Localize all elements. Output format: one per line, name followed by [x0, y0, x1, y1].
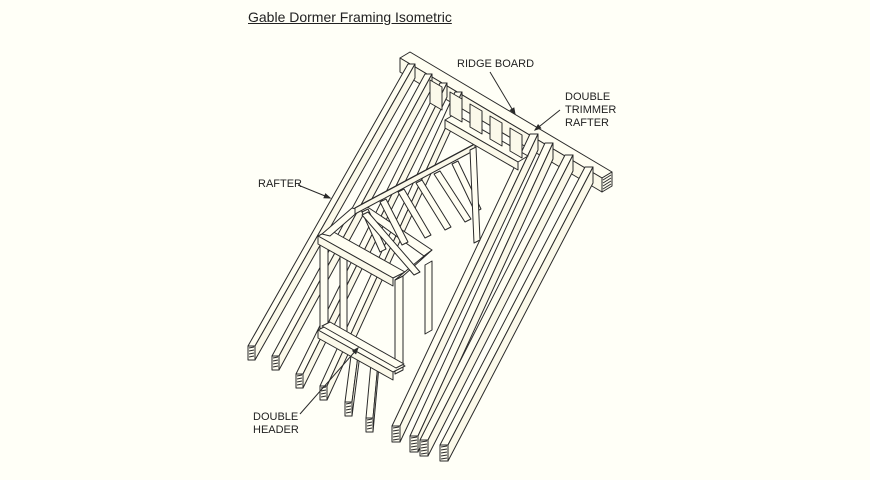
end-grain-hatch [320, 395, 327, 398]
end-grain-hatch [392, 432, 400, 435]
end-grain-hatch [410, 439, 418, 442]
blocking-2 [469, 103, 483, 135]
end-grain-hatch [440, 451, 448, 454]
rafter-left-0-side [254, 63, 416, 361]
end-grain-hatch [320, 389, 327, 392]
ridge-board-leader-arrowhead [509, 107, 516, 116]
end-grain-hatch [602, 180, 612, 187]
label-line: HEADER [253, 424, 299, 436]
dormer-rafter-3 [415, 179, 452, 231]
end-grain-hatch [420, 443, 428, 446]
drawing-title: Gable Dormer Framing Isometric [248, 9, 452, 25]
dormer-valley-jack [469, 146, 481, 244]
end-grain-hatch [440, 454, 448, 457]
end-grain-hatch [248, 352, 255, 355]
end-grain-hatch [272, 356, 279, 359]
end-grain-hatch [440, 457, 448, 460]
end-grain-hatch [248, 355, 255, 358]
end-grain-hatch [410, 436, 418, 439]
end-grain-hatch [366, 427, 373, 430]
rafter-right-0-side [399, 133, 539, 443]
end-grain-hatch [296, 380, 303, 383]
end-grain-hatch [602, 174, 612, 181]
dormer-side-stud [424, 260, 433, 335]
rafter-right-1-side [417, 142, 554, 453]
end-grain-hatch [345, 408, 352, 411]
ridge-board-leader [489, 71, 516, 115]
end-grain-hatch [345, 405, 352, 408]
blocking-3 [489, 115, 503, 147]
blocking-1 [449, 91, 463, 123]
upper-header-face [444, 119, 519, 171]
end-grain-hatch [366, 424, 373, 427]
dormer-top-plate-face [317, 235, 394, 287]
dormer-rafter-4 [433, 170, 472, 223]
end-grain-hatch [272, 359, 279, 362]
end-grain-hatch [272, 365, 279, 368]
end-grain-hatch [345, 411, 352, 414]
double-header-label: DOUBLE HEADER [253, 411, 299, 437]
end-grain-hatch [420, 446, 428, 449]
valley-rafter [361, 211, 421, 276]
end-grain-hatch [420, 452, 428, 455]
end-grain-hatch [410, 448, 418, 451]
end-grain-hatch [410, 445, 418, 448]
double-header-face [317, 329, 394, 381]
double-trimmer-rafter-label: DOUBLE TRIMMER RAFTER [565, 91, 616, 130]
end-grain-hatch [440, 445, 448, 448]
rafter-right-2-top [419, 154, 574, 441]
end-grain-hatch [296, 377, 303, 380]
dormer-rafter-2 [397, 188, 432, 239]
framing-lines [247, 51, 613, 462]
end-grain-hatch [272, 362, 279, 365]
blocking-4 [509, 127, 523, 159]
end-grain-hatch [296, 374, 303, 377]
end-grain-hatch [410, 442, 418, 445]
dormer-rafter-1 [379, 198, 409, 246]
ridge-board-label: RIDGE BOARD [457, 58, 535, 70]
end-grain-hatch [602, 183, 612, 190]
rafter-right-3-side [447, 166, 594, 462]
rafter-label: RAFTER [258, 178, 302, 190]
end-grain-hatch [420, 440, 428, 443]
sill-plate [321, 321, 405, 369]
end-grain-hatch [366, 418, 373, 421]
label-line: RAFTER [565, 117, 609, 129]
end-grain-hatch [345, 402, 352, 405]
end-grain-hatch [392, 435, 400, 438]
end-grain-hatch [320, 392, 327, 395]
double-trimmer-leader-arrowhead [533, 124, 542, 131]
end-grain-hatch [440, 448, 448, 451]
end-grain-hatch [602, 177, 612, 184]
leader-lines [297, 71, 561, 415]
end-grain-hatch [248, 349, 255, 352]
label-line: DOUBLE [565, 91, 611, 103]
end-grain-hatch [366, 421, 373, 424]
end-grain-hatch [392, 426, 400, 429]
rafter-leader-arrowhead [323, 193, 332, 199]
end-grain-hatch [420, 449, 428, 452]
end-grain-hatch [392, 438, 400, 441]
end-grain-hatch [296, 383, 303, 386]
blocking-0 [429, 79, 443, 111]
rafter-right-2-side [427, 154, 574, 457]
dormer-corner-post-left [319, 235, 329, 335]
double-header-leader [299, 347, 359, 415]
end-grain-hatch [248, 346, 255, 349]
end-grain-hatch [392, 429, 400, 432]
double-header-leader-arrowhead [351, 346, 359, 355]
label-line: DOUBLE [253, 411, 299, 423]
label-line: TRIMMER [565, 104, 617, 116]
